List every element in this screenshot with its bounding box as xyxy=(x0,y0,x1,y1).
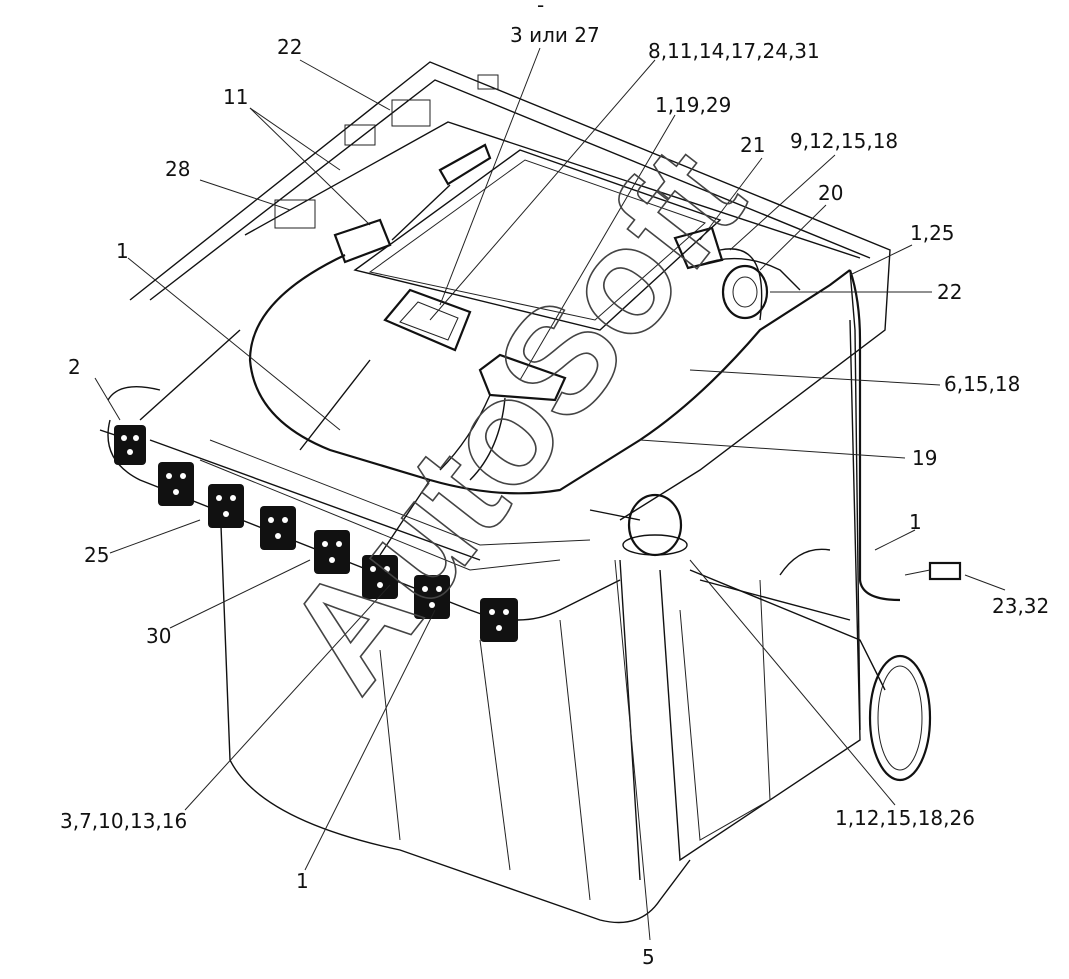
callout-23-32: 23,32 xyxy=(992,594,1049,618)
callout-20: 20 xyxy=(818,181,843,205)
callout-25: 25 xyxy=(84,543,109,567)
callout-5: 5 xyxy=(642,945,655,969)
callout-1-25: 1,25 xyxy=(910,221,955,245)
callout-8-31: 8,11,14,17,24,31 xyxy=(648,39,820,63)
leader-lines xyxy=(94,47,1006,941)
roof-devices xyxy=(333,143,962,782)
lamp-3 xyxy=(208,484,244,528)
lamp-4 xyxy=(260,506,296,550)
callout-2: 2 xyxy=(68,355,81,379)
callout-6-15-18: 6,15,18 xyxy=(944,372,1020,396)
callout-22-top: 22 xyxy=(277,35,302,59)
callout-1-19-29: 1,19,29 xyxy=(655,93,731,117)
callout-labels: - 22 3 или 27 8,11,14,17,24,31 11 1,19,2… xyxy=(60,0,1049,969)
callout-1-26: 1,12,15,18,26 xyxy=(835,806,975,830)
callout-19: 19 xyxy=(912,446,937,470)
callout-3-16: 3,7,10,13,16 xyxy=(60,809,187,833)
lamp-5 xyxy=(314,530,350,574)
callout-1-left: 1 xyxy=(116,239,129,263)
callout-30: 30 xyxy=(146,624,171,648)
lamp-8 xyxy=(480,598,518,642)
lamp-1 xyxy=(114,425,146,465)
callout-28: 28 xyxy=(165,157,190,181)
work-lamps xyxy=(114,425,518,642)
lamp-7 xyxy=(414,575,450,619)
lamp-2 xyxy=(158,462,194,506)
callout-1-right: 1 xyxy=(909,510,922,534)
callout-top: - xyxy=(537,0,544,17)
callout-11: 11 xyxy=(223,85,248,109)
lamp-6 xyxy=(362,555,398,599)
callout-9-18: 9,12,15,18 xyxy=(790,129,898,153)
callout-21: 21 xyxy=(740,133,765,157)
callout-1-bottom: 1 xyxy=(296,869,309,893)
callout-22-right: 22 xyxy=(937,280,962,304)
callout-3-or-27: 3 или 27 xyxy=(510,23,600,47)
